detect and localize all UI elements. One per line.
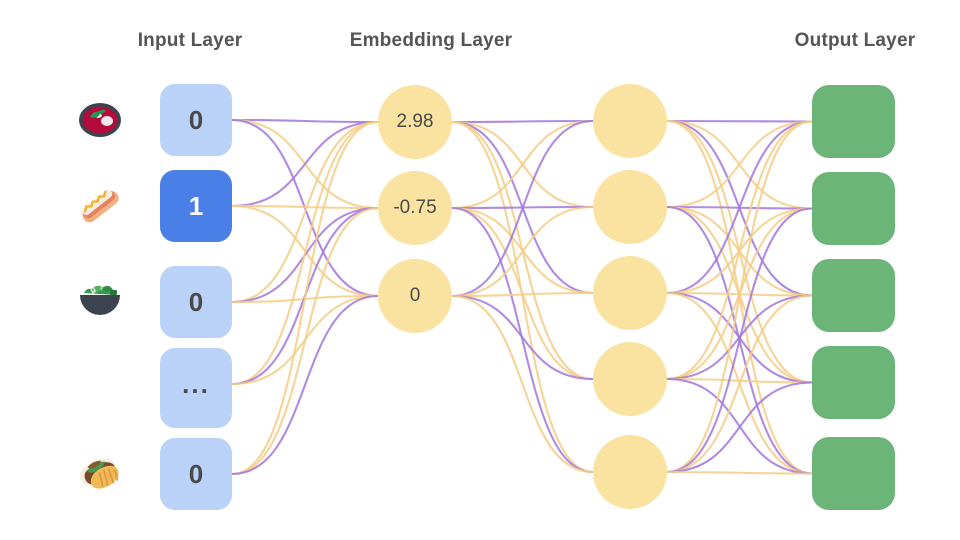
network-edge: [230, 120, 380, 386]
network-edge: [230, 206, 380, 476]
network-edge: [665, 291, 814, 384]
network-edge: [450, 205, 595, 210]
network-edge: [450, 120, 595, 295]
network-edge: [230, 204, 380, 298]
hidden-node[interactable]: [593, 435, 667, 509]
network-edge: [450, 206, 595, 474]
network-edge: [665, 470, 814, 475]
network-edge: [665, 205, 814, 475]
network-edge: [450, 119, 595, 298]
network-edge: [230, 294, 380, 476]
hidden-node[interactable]: [593, 342, 667, 416]
network-edge: [665, 294, 814, 474]
network-edge: [450, 119, 595, 210]
network-edge: [450, 205, 595, 298]
network-edge: [665, 120, 814, 381]
embedding-node[interactable]: 2.98: [378, 85, 452, 159]
network-edge: [230, 294, 380, 304]
network-edge: [665, 377, 814, 475]
network-edge: [665, 119, 814, 297]
network-edge: [450, 294, 595, 381]
network-edge: [665, 294, 814, 381]
network-edge: [230, 120, 380, 208]
network-edge: [665, 120, 814, 209]
network-edge: [665, 120, 814, 474]
input-box-value: 1: [188, 190, 204, 221]
network-edge: [665, 291, 814, 475]
network-edge: [665, 205, 814, 297]
hidden-node[interactable]: [593, 256, 667, 330]
network-edge: [450, 120, 595, 381]
network-edge: [450, 120, 595, 474]
burrito-icon: [72, 438, 128, 510]
output-box[interactable]: [812, 85, 895, 158]
network-edge: [665, 120, 814, 295]
meat-bowl-icon: [72, 84, 128, 156]
network-edge: [230, 206, 380, 386]
hidden-node[interactable]: [593, 170, 667, 244]
network-edge: [230, 118, 380, 210]
output-box[interactable]: [812, 172, 895, 245]
embedding-node[interactable]: 0: [378, 259, 452, 333]
embedding-node-value: -0.75: [393, 197, 437, 218]
input-box[interactable]: 0: [160, 84, 232, 156]
network-edge: [665, 119, 814, 475]
output-box[interactable]: [812, 346, 895, 419]
network-edge: [230, 206, 380, 304]
network-edge: [450, 206, 595, 381]
input-box-value: 0: [188, 286, 204, 317]
network-edge: [450, 294, 595, 474]
input-box[interactable]: 0: [160, 266, 232, 338]
network-edge: [665, 119, 814, 384]
network-edge: [450, 120, 595, 209]
input-box[interactable]: 0: [160, 438, 232, 510]
network-edge: [665, 205, 814, 384]
network-edge: [230, 204, 380, 210]
network-edge: [665, 377, 814, 384]
layer-title-embedding: Embedding Layer: [349, 30, 513, 51]
hot-dog-icon: [72, 170, 128, 242]
network-edge: [230, 120, 380, 304]
network-edge: [450, 206, 595, 295]
embedding-node[interactable]: -0.75: [378, 171, 452, 245]
input-box-value: 0: [188, 458, 204, 489]
network-edge: [230, 120, 380, 476]
hidden-node[interactable]: [593, 84, 667, 158]
network-edge: [665, 207, 814, 474]
layer-title-input: Input Layer: [137, 30, 243, 51]
output-box[interactable]: [812, 437, 895, 510]
network-edge: [665, 119, 814, 123]
network-edge: [665, 381, 814, 474]
embedding-node-value: 2.98: [396, 111, 434, 132]
input-box-active[interactable]: 1: [160, 170, 232, 242]
input-box-value: 0: [188, 104, 204, 135]
network-edge: [230, 294, 380, 386]
salad-bowl-icon: [72, 266, 128, 338]
network-edge: [230, 118, 380, 298]
network-edge: [665, 291, 814, 297]
network-edge: [450, 119, 595, 124]
embedding-node-value: 0: [409, 285, 421, 306]
output-box[interactable]: [812, 259, 895, 332]
layer-title-output: Output Layer: [794, 30, 916, 51]
input-box-value: ...: [182, 368, 210, 399]
network-edge: [450, 291, 595, 298]
network-edge: [665, 207, 814, 381]
network-edge: [230, 118, 380, 124]
network-edge: [665, 207, 814, 295]
network-edge: [665, 205, 814, 210]
network-edge: [665, 119, 814, 210]
input-box[interactable]: ...: [160, 348, 232, 428]
